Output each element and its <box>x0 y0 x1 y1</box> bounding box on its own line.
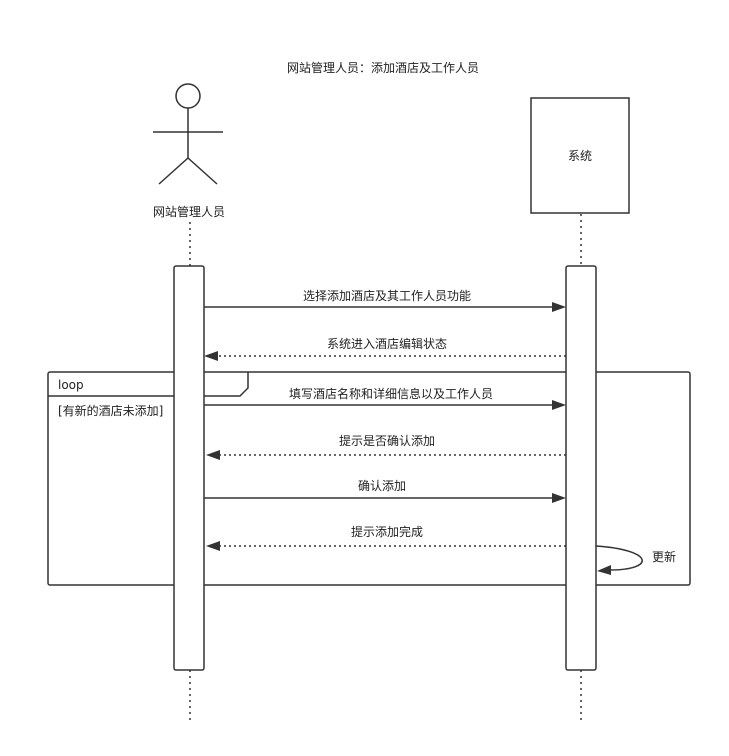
self-message-label: 更新 <box>652 549 676 564</box>
message-label-2: 系统进入酒店编辑状态 <box>327 336 447 351</box>
system-box <box>530 97 630 214</box>
actor-label: 网站管理人员 <box>153 204 225 219</box>
system-label: 系统 <box>568 149 592 163</box>
system-activation-bar <box>565 265 597 671</box>
loop-keyword: loop <box>58 378 84 392</box>
message-label-1: 选择添加酒店及其工作人员功能 <box>303 289 471 303</box>
actor-figure <box>153 83 223 185</box>
message-arrowhead-4 <box>206 450 220 460</box>
self-message-arrow <box>595 545 643 571</box>
message-arrowhead-3 <box>552 400 566 410</box>
message-arrowhead-5 <box>552 493 566 503</box>
message-label-5: 确认添加 <box>358 479 406 493</box>
diagram-title: 网站管理人员：添加酒店及工作人员 <box>287 60 479 75</box>
message-arrowhead-6 <box>206 541 220 551</box>
message-label-3: 填写酒店名称和详细信息以及工作人员 <box>289 386 493 401</box>
actor-activation-bar <box>173 265 205 671</box>
self-message-arrowhead <box>597 565 611 575</box>
message-arrowhead-1 <box>552 302 566 312</box>
message-label-6: 提示添加完成 <box>351 524 423 539</box>
loop-guard: [有新的酒店未添加] <box>58 403 163 418</box>
message-label-4: 提示是否确认添加 <box>339 433 435 448</box>
message-arrowhead-2 <box>204 351 218 361</box>
loop-frame <box>47 371 691 586</box>
